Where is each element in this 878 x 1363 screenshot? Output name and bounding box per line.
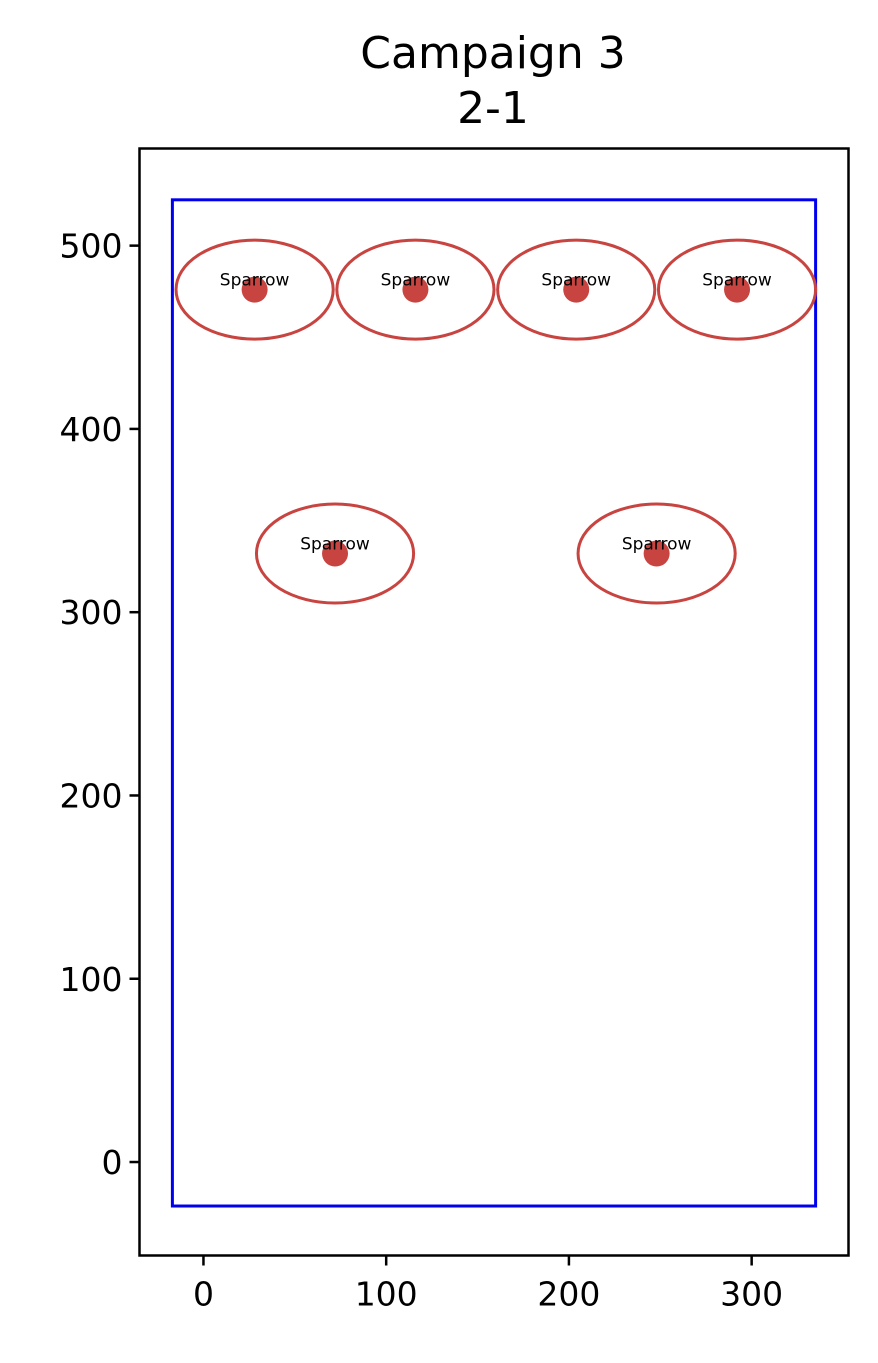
boundary-layer bbox=[170, 198, 818, 1208]
range-ellipse-3 bbox=[656, 238, 818, 341]
plot-frame bbox=[138, 147, 850, 1257]
point-label-0: Sparrow bbox=[220, 271, 290, 291]
x-tick-label: 0 bbox=[193, 1275, 214, 1314]
x-axis: 0 100 200 300 bbox=[193, 1255, 783, 1314]
range-ellipse-0 bbox=[174, 238, 335, 341]
range-ellipse-4 bbox=[254, 502, 416, 605]
range-ellipse-1 bbox=[335, 238, 496, 341]
data-point-2 bbox=[563, 276, 590, 303]
x-tick-label: 200 bbox=[537, 1275, 600, 1314]
point-label-5: Sparrow bbox=[622, 535, 692, 555]
y-tick-label: 100 bbox=[60, 960, 123, 999]
data-point-0 bbox=[241, 276, 268, 303]
point-label-4: Sparrow bbox=[300, 535, 370, 555]
chart-subtitle: 2-1 bbox=[457, 83, 529, 134]
point-label-3: Sparrow bbox=[702, 271, 772, 291]
point-label-1: Sparrow bbox=[381, 271, 451, 291]
y-tick-label: 400 bbox=[60, 410, 123, 449]
data-point-1 bbox=[402, 276, 429, 303]
x-tick-label: 300 bbox=[720, 1275, 783, 1314]
y-tick-label: 500 bbox=[60, 227, 123, 266]
data-point-3 bbox=[724, 276, 751, 303]
range-ellipse-2 bbox=[496, 238, 657, 341]
data-point-5 bbox=[643, 540, 670, 567]
y-axis: 0 100 200 300 400 500 bbox=[60, 227, 140, 1182]
range-ellipse-5 bbox=[576, 502, 737, 605]
y-tick-label: 0 bbox=[102, 1143, 123, 1182]
boundary-rect bbox=[170, 198, 818, 1208]
x-tick-label: 100 bbox=[355, 1275, 418, 1314]
data-point-4 bbox=[322, 540, 349, 567]
y-tick-label: 300 bbox=[60, 593, 123, 632]
point-label-2: Sparrow bbox=[541, 271, 611, 291]
chart-title: Campaign 3 bbox=[360, 28, 625, 79]
y-tick-label: 200 bbox=[60, 776, 123, 815]
